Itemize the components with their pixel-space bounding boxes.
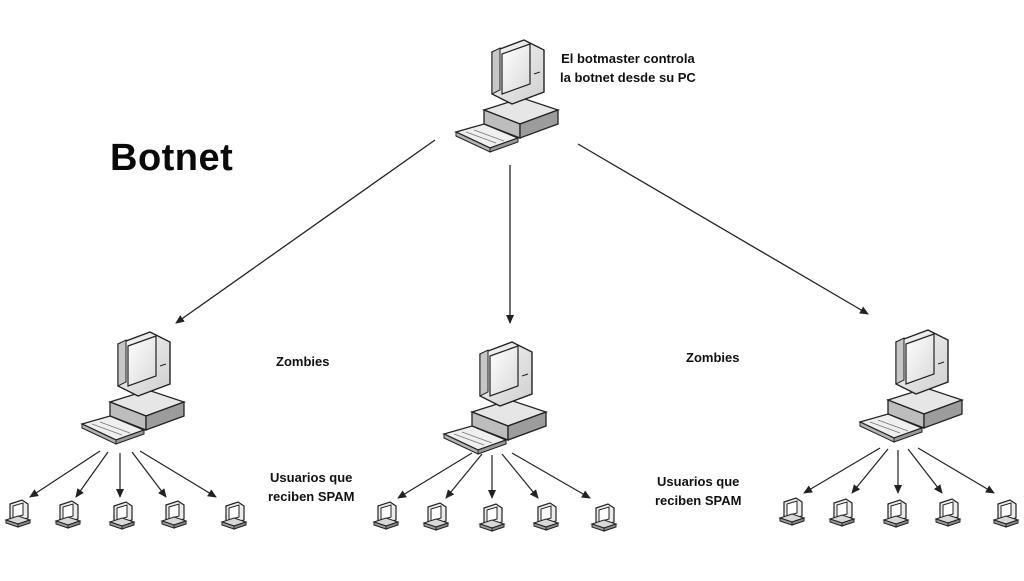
user-computer-icon xyxy=(55,500,81,529)
spam-arrows-right xyxy=(803,447,995,494)
zombies-label-right: Zombies xyxy=(686,350,740,365)
botmaster-label: El botmaster controla la botnet desde su… xyxy=(560,49,696,87)
user-computer-icon xyxy=(423,502,449,531)
user-computer-icon xyxy=(591,503,617,532)
user-computer-icon xyxy=(935,498,961,527)
zombie-computer-icon xyxy=(81,331,185,445)
zombies-label-left: Zombies xyxy=(276,354,330,369)
user-computer-icon xyxy=(479,503,505,532)
arrow-to-zombie-left xyxy=(175,139,436,324)
user-computer-icon xyxy=(533,502,559,531)
user-computer-icon xyxy=(161,500,187,529)
user-computer-icon xyxy=(883,499,909,528)
user-computer-icon xyxy=(829,498,855,527)
users-label-line: reciben SPAM xyxy=(268,489,355,504)
spam-arrows-center xyxy=(397,452,591,499)
users-label-left: Usuarios que reciben SPAM xyxy=(268,468,354,506)
botmaster-label-line: El botmaster controla xyxy=(561,51,695,66)
user-computer-icon xyxy=(779,497,805,526)
botmaster-label-line: la botnet desde su PC xyxy=(560,70,696,85)
users-label-line: reciben SPAM xyxy=(655,493,742,508)
arrow-to-zombie-right xyxy=(577,143,869,315)
spam-users-right xyxy=(779,497,1019,528)
diagram-title: Botnet xyxy=(110,137,234,179)
zombie-computer-icon xyxy=(443,341,547,455)
spam-users-left xyxy=(5,499,247,530)
user-computer-icon xyxy=(993,499,1019,528)
zombie-computer-icon xyxy=(859,329,963,443)
botmaster-computer-icon xyxy=(455,39,559,153)
users-label-right: Usuarios que reciben SPAM xyxy=(655,472,741,510)
user-computer-icon xyxy=(221,501,247,530)
user-computer-icon xyxy=(373,501,399,530)
user-computer-icon xyxy=(5,499,31,528)
user-computer-icon xyxy=(109,501,135,530)
users-label-line: Usuarios que xyxy=(657,474,740,489)
users-label-line: Usuarios que xyxy=(270,470,353,485)
spam-arrows-left xyxy=(29,450,217,498)
spam-users-center xyxy=(373,501,617,532)
